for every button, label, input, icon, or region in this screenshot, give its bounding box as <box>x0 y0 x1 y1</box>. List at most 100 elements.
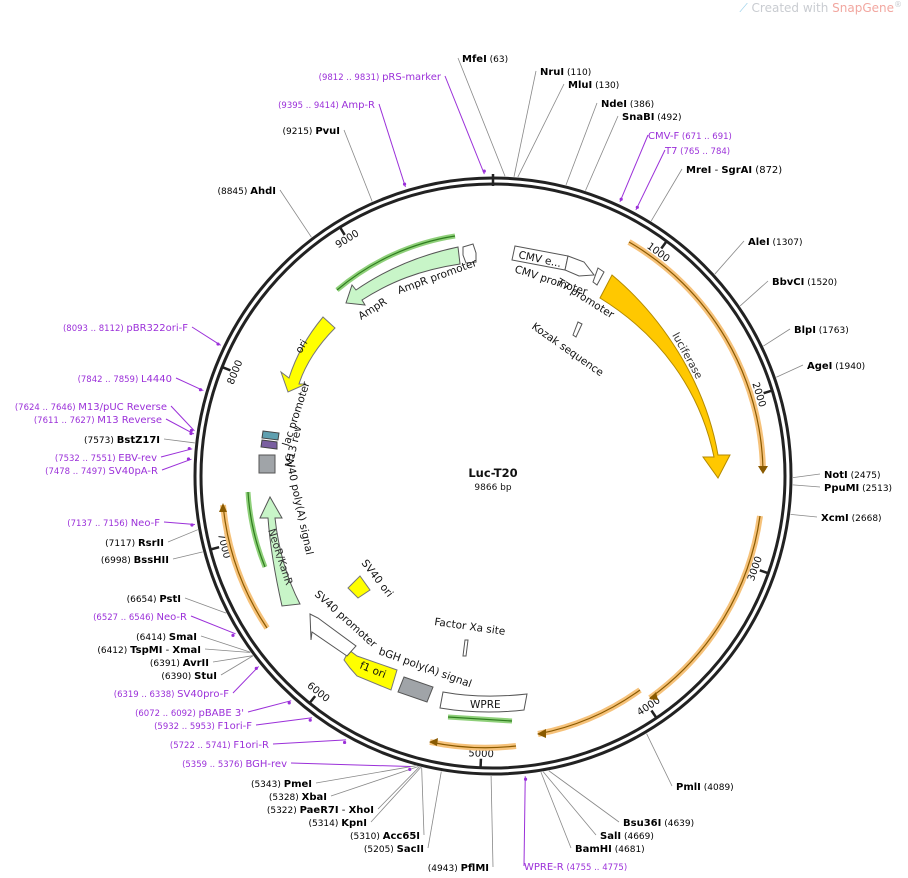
orf-arc-neo-green <box>245 491 268 568</box>
enzyme-label: (7573) BstZ17I <box>84 435 160 446</box>
enzyme-leader-line <box>343 129 373 202</box>
enzyme-position: (6391) <box>150 659 183 669</box>
primer-label: (5722 .. 5741) F1ori-R <box>170 740 269 751</box>
primer-binding-mark <box>189 428 194 433</box>
orf-arc-7000 <box>220 504 270 630</box>
enzyme-position: (6390) <box>161 672 194 682</box>
enzyme-leader-line <box>167 529 198 543</box>
enzyme-position: (63) <box>487 55 508 65</box>
ring-tick <box>660 241 668 250</box>
feature-t7-promoter <box>592 267 605 286</box>
enzyme-separator: - <box>162 645 172 656</box>
feature-shapes <box>258 243 731 713</box>
primer-labels: (9812 .. 9831) pRS-marker(9395 .. 9414) … <box>15 72 732 873</box>
feature-label-kozak: Kozak sequence <box>529 321 605 379</box>
enzyme-position: (4089) <box>701 783 734 793</box>
feature-sv40-ori-shape <box>347 575 371 599</box>
primer-name: L4440 <box>141 374 172 385</box>
enzyme-label: Bsu36I (4639) <box>623 818 694 829</box>
primer-position: (5722 .. 5741) <box>170 741 233 751</box>
orf-arc-5000-head <box>429 738 438 746</box>
enzyme-leader-line <box>585 115 619 191</box>
primer-name: M13 Reverse <box>97 415 162 426</box>
ring-tick <box>650 709 657 718</box>
enzyme-position: (1307) <box>770 238 803 248</box>
enzyme-position: (2668) <box>849 514 882 524</box>
primer-label: (7842 .. 7859) L4440 <box>78 374 172 385</box>
primer-leader-line <box>247 700 292 713</box>
enzyme-position: (7117) <box>105 539 138 549</box>
primer-label: T7 (765 .. 784) <box>664 146 730 157</box>
primer-position: (8093 .. 8112) <box>63 324 126 334</box>
enzyme-position: (5205) <box>364 845 397 855</box>
primer-name: T7 <box>664 146 677 157</box>
enzyme-position: (6998) <box>101 556 134 566</box>
enzyme-name: Acc65I <box>383 831 420 842</box>
orf-arc-amp-green-line <box>336 235 456 291</box>
watermark-mark: ® <box>894 0 902 9</box>
primer-position: (7137 .. 7156) <box>67 519 130 529</box>
watermark-brand: SnapGene <box>832 1 894 15</box>
primer-binding-mark <box>402 182 407 186</box>
primer-position: (5359 .. 5376) <box>182 760 245 770</box>
ring-tick-label: 8000 <box>226 359 246 387</box>
primer-label: WPRE-R (4755 .. 4775) <box>524 862 627 873</box>
enzyme-labels: MfeI (63)NruI (110)MluI (130)NdeI (386)S… <box>84 54 892 874</box>
enzyme-leader-line <box>212 655 253 663</box>
feature-label-ori: ori <box>293 338 310 356</box>
enzyme-position: (130) <box>592 81 619 91</box>
enzyme-name: SacII <box>397 844 424 855</box>
primer-label: CMV-F (671 .. 691) <box>648 131 732 142</box>
enzyme-leader-line <box>279 189 312 238</box>
orf-arc-luciferase-head <box>758 466 768 474</box>
enzyme-label: BbvCI (1520) <box>772 277 837 288</box>
primer-leader-line <box>161 458 192 471</box>
primer-leader-line <box>523 776 526 867</box>
enzyme-label: (6414) SmaI <box>136 632 197 643</box>
enzyme-label: PpuMI (2513) <box>824 483 892 494</box>
primer-position: (6072 .. 6092) <box>135 709 198 719</box>
enzyme-leader-line <box>172 551 203 560</box>
primer-binding-mark <box>231 633 235 637</box>
primer-binding-mark <box>482 169 486 173</box>
enzyme-leader-line <box>540 771 572 849</box>
feature-luciferase-shape <box>599 274 731 479</box>
primer-binding-mark <box>198 388 203 392</box>
enzyme-leader-line <box>370 766 422 823</box>
enzyme-leader-line <box>330 766 419 797</box>
enzyme-label: NruI (110) <box>540 67 591 78</box>
primer-binding-mark <box>216 342 220 346</box>
enzyme-name: NdeI <box>601 99 627 110</box>
feature-amp-promoter-shape <box>462 243 477 264</box>
orf-arcs <box>219 233 768 751</box>
enzyme-position: (4681) <box>612 845 645 855</box>
enzyme-name: BlpI <box>794 325 816 336</box>
enzyme-name: PvuI <box>315 126 340 137</box>
primer-leader-line <box>378 103 406 188</box>
primer-binding-mark <box>308 718 312 722</box>
enzyme-name: Bsu36I <box>623 818 661 829</box>
feature-wpre-shape <box>439 691 528 713</box>
enzyme-label: (8845) AhdI <box>217 186 276 197</box>
enzyme-label: AgeI (1940) <box>807 361 865 372</box>
enzyme-leader-line <box>790 513 818 518</box>
enzyme-label: MfeI (63) <box>462 54 508 65</box>
primer-name: M13/pUC Reverse <box>78 402 167 413</box>
primer-name: pRS-marker <box>382 72 442 83</box>
enzyme-name: AleI <box>748 237 770 248</box>
feature-amp-shape <box>345 246 461 306</box>
enzyme-label: (5205) SacII <box>364 844 424 855</box>
primer-position: (765 .. 784) <box>677 147 730 157</box>
orf-arc-neo-green-line <box>247 491 266 568</box>
ring-tick <box>339 227 346 236</box>
primer-binding-mark <box>190 523 194 527</box>
enzyme-position: (6414) <box>136 633 169 643</box>
enzyme-label: (5322) PaeR7I - XhoI <box>267 805 374 816</box>
enzyme-position: (6654) <box>127 595 160 605</box>
primer-binding-mark <box>189 431 193 436</box>
enzyme-leader-line <box>739 280 769 307</box>
enzyme-label: XcmI (2668) <box>821 513 882 524</box>
orf-arc-3000-line <box>649 515 761 699</box>
feature-lac-shape <box>261 430 280 441</box>
enzyme-leader-line <box>220 655 254 676</box>
